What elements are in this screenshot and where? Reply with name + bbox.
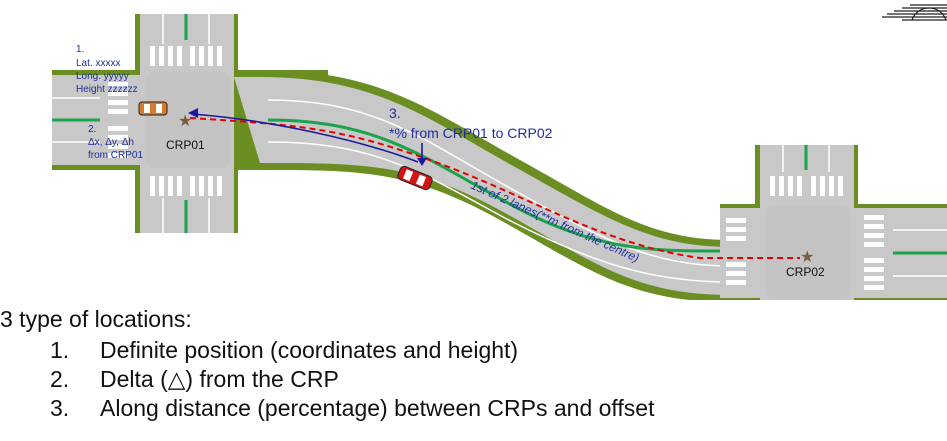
- annotation1-line: Long. yyyyy: [76, 71, 129, 82]
- crp01-star-icon: ★: [178, 113, 192, 130]
- list-number: 2.: [50, 366, 70, 392]
- annotation2-line: from CRP01: [88, 150, 143, 161]
- list-heading: 3 type of locations:: [0, 306, 192, 332]
- right-intersection: [720, 145, 947, 300]
- orange-car-icon: [138, 101, 168, 116]
- list-item: 1. Definite position (coordinates and he…: [0, 336, 880, 365]
- list-item: 3. Along distance (percentage) between C…: [0, 394, 880, 423]
- annotation1-line: 1.: [76, 44, 84, 55]
- annotation-2: 2. Δx, Δy, Δh from CRP01: [88, 124, 143, 161]
- location-list: 1. Definite position (coordinates and he…: [0, 336, 880, 423]
- annotation-1: 1. Lat. xxxxx Long. yyyyy Height zzzzzz: [76, 44, 138, 95]
- crp02-star-icon: ★: [800, 249, 814, 266]
- sun-logo-icon: [882, 4, 947, 21]
- crp02-label: CRP02: [786, 265, 825, 279]
- annotation3-arrow: [417, 143, 427, 166]
- annotation1-line: Height zzzzzz: [76, 84, 138, 95]
- list-item: 2. Delta (△) from the CRP: [0, 365, 880, 394]
- annotation3-line: *% from CRP01 to CRP02: [389, 125, 553, 141]
- annotation2-line: 2.: [88, 124, 96, 135]
- list-text: Delta (△) from the CRP: [100, 366, 339, 392]
- location-types: 3 type of locations: 1. Definite positio…: [0, 302, 880, 423]
- list-text: Definite position (coordinates and heigh…: [100, 337, 519, 363]
- delta-arrow: [188, 108, 419, 163]
- list-number: 1.: [50, 337, 70, 363]
- list-text: Along distance (percentage) between CRPs…: [100, 395, 655, 421]
- crp01-label: CRP01: [166, 138, 205, 152]
- annotation1-line: Lat. xxxxx: [76, 58, 120, 69]
- connecting-road: [234, 70, 760, 300]
- road-diagram: ★ ★ CRP01 CRP02 1. Lat. xxxxx Long. yyyy…: [52, 14, 947, 300]
- annotation3-line: 3.: [389, 105, 401, 121]
- red-car-icon: [397, 165, 433, 191]
- list-number: 3.: [50, 395, 70, 421]
- annotation2-line: Δx, Δy, Δh: [88, 137, 134, 148]
- dashed-path: [189, 117, 800, 259]
- annotation-3: 3. *% from CRP01 to CRP02: [389, 105, 553, 141]
